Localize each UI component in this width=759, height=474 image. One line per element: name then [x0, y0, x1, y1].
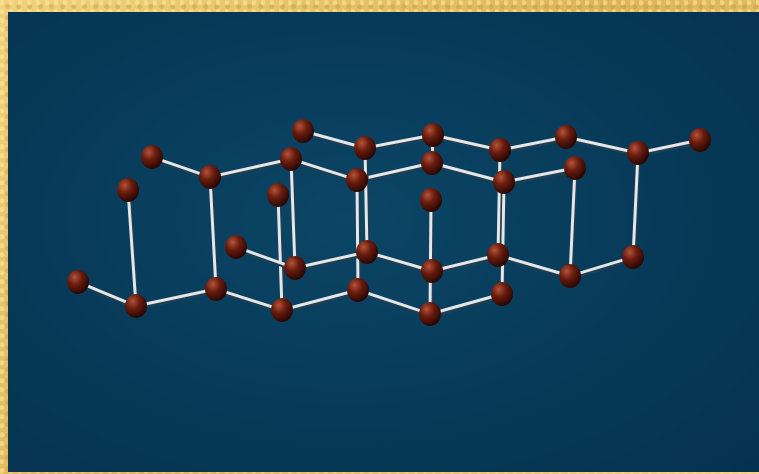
- atom: [487, 243, 509, 267]
- atom: [141, 145, 163, 169]
- bond-shadow: [281, 290, 361, 314]
- bond-shadow: [565, 137, 641, 157]
- bond: [428, 198, 433, 316]
- atom: [555, 125, 577, 149]
- bond: [363, 133, 435, 150]
- bond: [276, 193, 284, 312]
- atom-group: [67, 119, 711, 326]
- bond: [214, 287, 284, 312]
- bond: [496, 148, 502, 257]
- bond: [428, 292, 504, 316]
- atom: [356, 240, 378, 264]
- bond: [498, 135, 568, 152]
- atom: [489, 138, 511, 162]
- bond: [355, 178, 360, 292]
- bond: [363, 146, 369, 254]
- bond: [430, 161, 506, 184]
- bond: [134, 287, 218, 308]
- model-viewport: [8, 12, 759, 472]
- bond: [431, 133, 502, 152]
- atom: [622, 245, 644, 269]
- bond-group: [76, 129, 703, 318]
- bond-shadow: [497, 255, 573, 280]
- atom: [117, 178, 139, 202]
- atom: [627, 141, 649, 165]
- bond-shadow: [357, 290, 433, 318]
- atom: [564, 156, 586, 180]
- atom: [271, 298, 293, 322]
- bond: [280, 288, 360, 312]
- bond: [356, 288, 432, 316]
- atom: [199, 165, 221, 189]
- bond: [208, 157, 293, 179]
- atom: [225, 235, 247, 259]
- bond: [568, 166, 577, 278]
- atom: [421, 259, 443, 283]
- atom: [125, 294, 147, 318]
- atom: [347, 278, 369, 302]
- atom: [280, 147, 302, 171]
- bond-shadow: [429, 294, 505, 318]
- atom: [421, 151, 443, 175]
- atom: [559, 264, 581, 288]
- atom: [346, 168, 368, 192]
- bond: [430, 253, 500, 273]
- bond-shadow: [135, 289, 219, 310]
- bond: [502, 166, 577, 184]
- atom: [493, 170, 515, 194]
- bond-shadow: [503, 168, 578, 186]
- atom: [284, 256, 306, 280]
- bond: [496, 253, 572, 278]
- bond-shadow: [431, 163, 507, 186]
- bond-shadow: [209, 159, 294, 181]
- atom: [205, 277, 227, 301]
- atom: [67, 270, 89, 294]
- bond-shadow: [364, 135, 436, 152]
- atom: [689, 128, 711, 152]
- bond: [355, 161, 434, 182]
- bond: [289, 157, 359, 182]
- atom: [422, 123, 444, 147]
- atom: [267, 183, 289, 207]
- bond: [631, 151, 640, 259]
- atom: [491, 282, 513, 306]
- bond: [289, 157, 297, 270]
- atom: [420, 188, 442, 212]
- bond: [564, 135, 640, 155]
- lattice-model: [67, 119, 711, 326]
- atom: [354, 136, 376, 160]
- bond: [500, 180, 506, 296]
- bond: [293, 250, 369, 270]
- bond: [365, 250, 434, 273]
- bond-shadow: [294, 252, 370, 272]
- atom: [419, 302, 441, 326]
- bond: [126, 188, 138, 308]
- atom: [292, 119, 314, 143]
- bond: [208, 175, 218, 291]
- bond-shadow: [356, 163, 435, 184]
